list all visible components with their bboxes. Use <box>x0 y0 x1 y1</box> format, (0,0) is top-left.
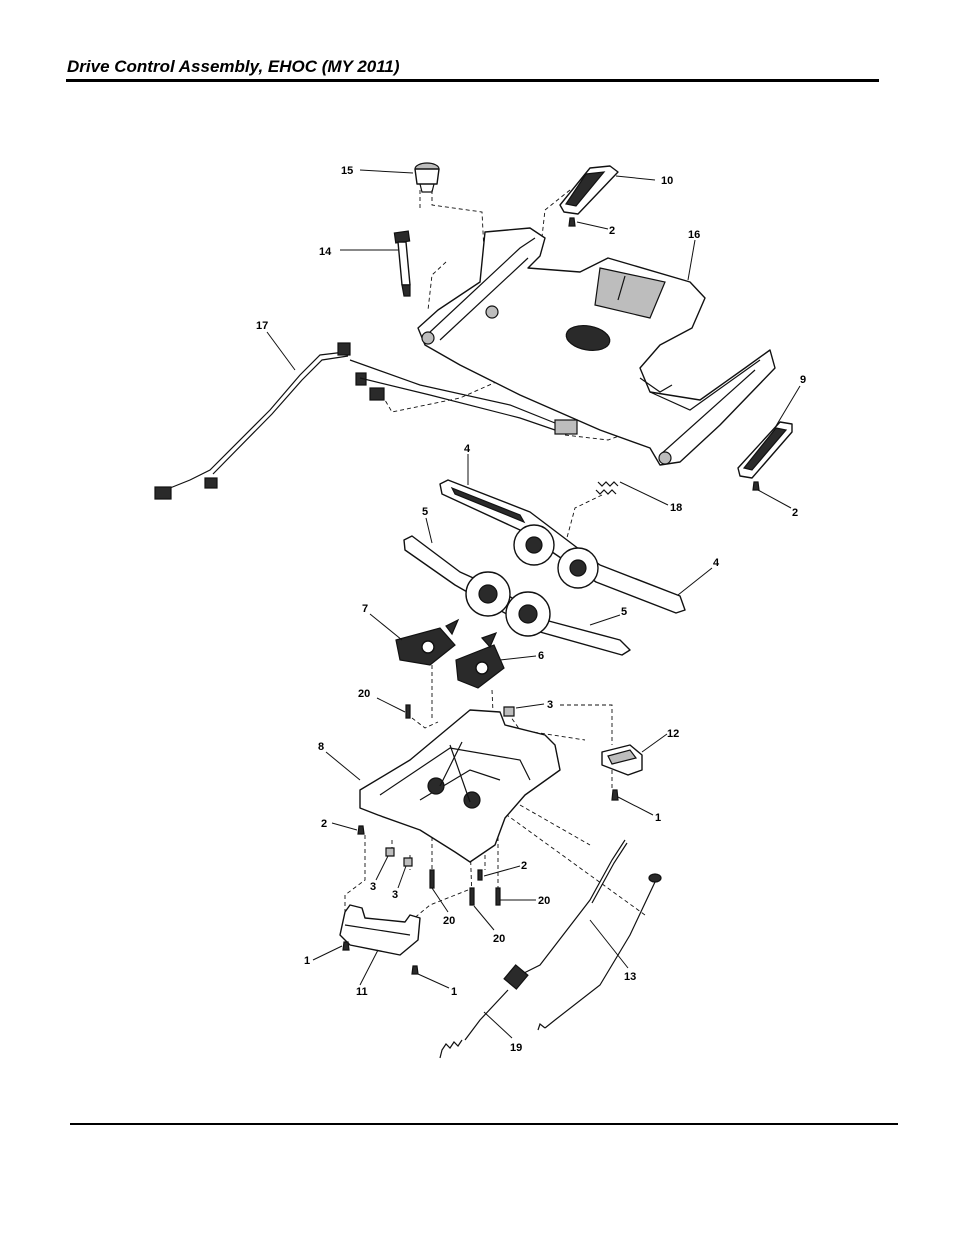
header-rule <box>66 79 879 82</box>
part-9-pad <box>737 421 793 479</box>
callout-7: 7 <box>362 603 368 615</box>
part-18-spring <box>595 481 619 495</box>
callout-20-top: 20 <box>358 688 370 700</box>
part-13-rod <box>537 873 662 1031</box>
callout-1-right: 1 <box>655 812 661 824</box>
callout-11: 11 <box>356 986 368 998</box>
part-10-pad <box>559 165 619 215</box>
callout-9: 9 <box>800 374 806 386</box>
part-16-console-housing <box>417 227 776 466</box>
callout-20-mid: 20 <box>443 915 455 927</box>
part-19-cable <box>439 839 628 1059</box>
part-6-cam <box>455 631 505 689</box>
callout-4-lower: 4 <box>713 557 720 569</box>
callout-10: 10 <box>661 175 673 187</box>
callout-2-top: 2 <box>609 225 615 237</box>
callout-1-left: 1 <box>304 955 310 967</box>
callout-20-right: 20 <box>538 895 550 907</box>
callout-2-left: 2 <box>321 818 327 830</box>
callout-20-bottom: 20 <box>493 933 505 945</box>
part-7-cam <box>395 618 460 666</box>
callout-16: 16 <box>688 229 700 241</box>
callout-13: 13 <box>624 971 636 983</box>
part-11-bracket <box>339 904 421 956</box>
part-15-knob <box>414 162 440 193</box>
callout-6: 6 <box>538 650 544 662</box>
part-14-switch <box>393 230 411 297</box>
callout-8: 8 <box>318 741 324 753</box>
part-8-base-plate <box>359 709 561 863</box>
callout-3-mid: 3 <box>392 889 398 901</box>
callout-15: 15 <box>341 165 353 177</box>
callout-14: 14 <box>319 246 332 258</box>
callout-3-left: 3 <box>370 881 376 893</box>
page-title: Drive Control Assembly, EHOC (MY 2011) <box>67 57 400 76</box>
callout-5-lower: 5 <box>621 606 627 618</box>
callout-1-bottom: 1 <box>451 986 457 998</box>
callout-12: 12 <box>667 728 679 740</box>
part-17-harness <box>154 342 578 500</box>
callout-labels: 15 10 2 16 14 17 9 2 4 18 5 4 7 5 6 20 3… <box>256 165 806 1054</box>
hardware <box>342 217 760 975</box>
callout-5-upper: 5 <box>422 506 428 518</box>
part-5-lever <box>403 535 631 656</box>
part-4-lever <box>439 479 686 614</box>
callout-17: 17 <box>256 320 268 332</box>
callout-leader-lines <box>266 169 801 1039</box>
callout-18: 18 <box>670 502 682 514</box>
part-12-bracket <box>601 744 643 776</box>
callout-2-center: 2 <box>521 860 527 872</box>
callout-3-top: 3 <box>547 699 553 711</box>
callout-19: 19 <box>510 1042 522 1054</box>
callout-4-upper: 4 <box>464 443 471 455</box>
footer-rule <box>70 1123 898 1125</box>
callout-2-right: 2 <box>792 507 798 519</box>
